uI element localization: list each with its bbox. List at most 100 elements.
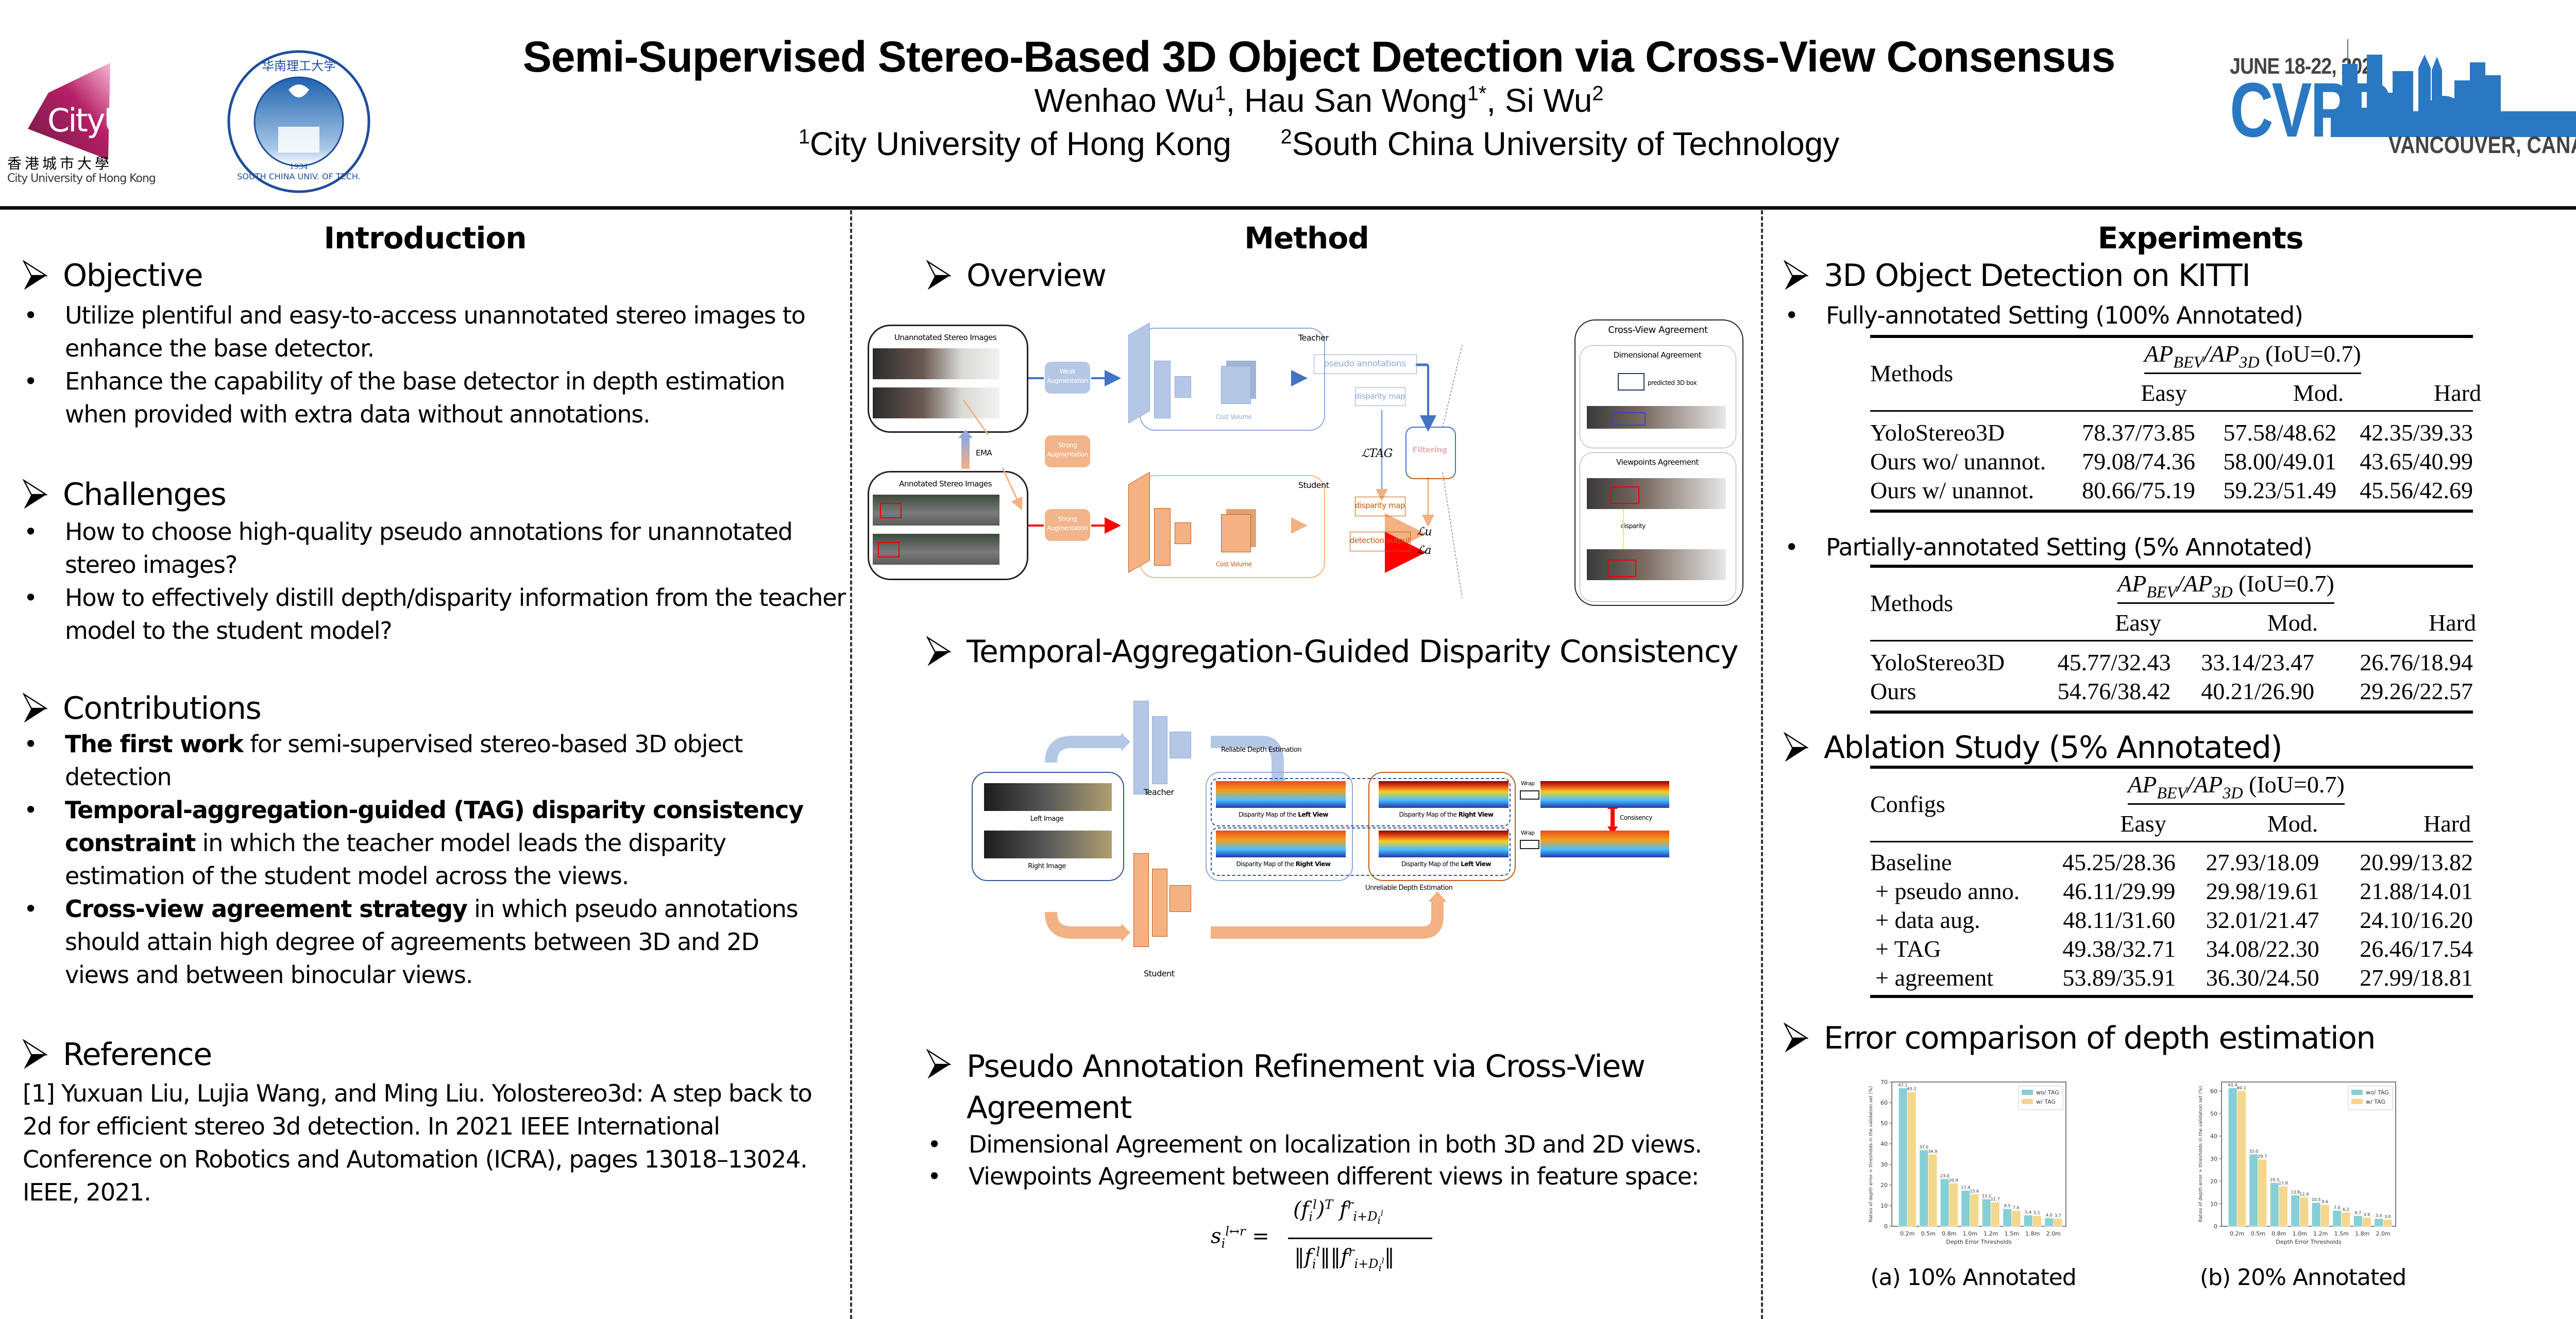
- student-encoder-block: [1175, 522, 1191, 544]
- filtering-label: Filtering: [1412, 445, 1447, 454]
- svg-text:CityU: CityU: [47, 102, 126, 139]
- predicted-3d-box-label: predicted 3D box: [1648, 379, 1697, 386]
- bar-value-label: 20.9: [1949, 1178, 1958, 1182]
- y-tick-label: 40: [2210, 1133, 2217, 1140]
- cell-value: 45.25/28.36: [2062, 849, 2176, 875]
- cityu-chinese-name: 香港城市大學: [7, 155, 113, 172]
- left-pair-group: [1211, 778, 1511, 826]
- full-setting-table: Methods APBEV/AP3D (IoU=0.7) Easy Mod. H…: [1870, 335, 2481, 513]
- tag-diagram: Teacher Student Left Image Right Image R…: [969, 685, 1690, 994]
- column-header-easy: Easy: [2120, 810, 2166, 837]
- cell-value: 27.93/18.09: [2206, 849, 2319, 875]
- warped-disparity-map: [1540, 831, 1669, 857]
- cell-value: 46.11/29.99: [2063, 877, 2176, 904]
- dimensional-agreement-label: Dimensional Agreement: [1613, 350, 1702, 360]
- disparity-map-caption: Disparity Map of the Right View: [1211, 860, 1356, 868]
- weak-augmentation-box: [1045, 362, 1090, 394]
- column-header-easy: Easy: [2115, 610, 2161, 636]
- row-label: Baseline: [1870, 849, 1952, 875]
- objective-item: Utilize plentiful and easy-to-access una…: [23, 299, 847, 365]
- bar-value-label: 5.4: [2025, 1210, 2031, 1214]
- contribution-highlight: Cross-view agreement strategy: [65, 895, 468, 923]
- scut-logo: 华南理工大学 SOUTH CHINA UNIV. OF TECH. 1934: [227, 49, 371, 194]
- refinement-list: Dimensional Agreement on localization in…: [926, 1128, 1751, 1192]
- cell-value: 32.01/21.47: [2206, 906, 2319, 933]
- legend-swatch: [2351, 1099, 2363, 1104]
- disparity-map-caption: Disparity Map of the Right View: [1374, 811, 1519, 818]
- column-header-hard: Hard: [2434, 380, 2481, 406]
- cvpr-location: VANCOUVER, CANADA: [2388, 131, 2576, 158]
- unannotated-images-box: [868, 325, 1028, 433]
- y-tick-label: 20: [1880, 1182, 1888, 1189]
- challenges-heading-text: Challenges: [63, 477, 227, 513]
- y-tick-label: 60: [1880, 1100, 1888, 1106]
- strong-augmentation-label: Strong Augmentation: [1047, 515, 1088, 532]
- challenge-item: How to choose high-quality pseudo annota…: [23, 515, 847, 581]
- legend-swatch: [2022, 1090, 2033, 1095]
- bar-w-tag: [2032, 1215, 2042, 1227]
- y-tick-label: 10: [2210, 1200, 2217, 1207]
- poster-header: CityU 香港城市大學 City University of Hong Kon…: [0, 0, 2576, 206]
- cell-value: 42.35/39.33: [2360, 419, 2473, 446]
- bar-value-label: 61.4: [2228, 1083, 2238, 1087]
- bar-wo-tag: [2374, 1218, 2384, 1227]
- arrow-bullet-icon: [1784, 1023, 1808, 1053]
- bar-value-label: 3.9: [2363, 1212, 2370, 1217]
- unannotated-loss-label: ℒu: [1417, 526, 1432, 538]
- legend-label: w/ TAG: [2036, 1098, 2056, 1105]
- bar-value-label: 23.0: [1940, 1174, 1950, 1178]
- y-tick-label: 50: [2210, 1110, 2217, 1117]
- cell-value: 20.99/13.82: [2360, 849, 2473, 875]
- student-maps-group: [1368, 772, 1516, 881]
- bar-value-label: 29.7: [2258, 1154, 2267, 1159]
- student-block-icon: [1152, 869, 1167, 937]
- y-tick-label: 60: [2210, 1088, 2217, 1095]
- x-tick-label: 0.2m: [2230, 1230, 2244, 1237]
- column-divider: [850, 210, 852, 1319]
- teacher-left-disparity-map: [1216, 781, 1346, 808]
- table-top-rule: [1870, 335, 2473, 338]
- arrow-bullet-icon: [926, 260, 951, 290]
- stereo-image-left: [873, 348, 999, 379]
- y-axis-label: Ratios of depth error > thresholds in th…: [2198, 1086, 2204, 1222]
- bar-w-tag: [2236, 1090, 2246, 1227]
- bar-value-label: 15.6: [1970, 1189, 1979, 1194]
- student-label: Student: [1298, 480, 1329, 490]
- column-header-hard: Hard: [2424, 810, 2471, 837]
- bar-value-label: 4.7: [2354, 1210, 2361, 1215]
- full-setting-label: Fully-annotated Setting (100% Annotated): [1784, 299, 2576, 332]
- disparity-label: disparity: [1621, 522, 1646, 530]
- affil-mark: 2: [1280, 125, 1292, 148]
- y-tick-label: 20: [2210, 1178, 2217, 1185]
- table-mid-rule: [1870, 640, 2473, 641]
- y-tick-label: 40: [1880, 1141, 1888, 1147]
- x-tick-label: 1.2m: [1984, 1230, 1998, 1237]
- bar-value-label: 3.4: [2376, 1213, 2382, 1218]
- bar-w-tag: [1970, 1194, 1979, 1227]
- tag-loss-label: ℒTAG: [1361, 447, 1393, 460]
- table-bottom-rule: [1870, 995, 2473, 998]
- cell-value: 34.08/22.30: [2206, 935, 2319, 962]
- annotated-image-right: [873, 534, 999, 565]
- tag-student-label: Student: [1144, 969, 1175, 978]
- bar-w-tag: [2299, 1197, 2309, 1227]
- author-name: Wenhao Wu: [1034, 82, 1215, 119]
- bar-wo-tag: [2269, 1182, 2279, 1227]
- cross-view-agreement-title: Cross-View Agreement: [1608, 325, 1708, 335]
- bar-wo-tag: [1981, 1198, 1991, 1227]
- partial-setting-bullet: Partially-annotated Setting (5% Annotate…: [1784, 531, 2576, 564]
- bar-w-tag: [2320, 1204, 2330, 1227]
- wrap-label: Wrap: [1521, 830, 1535, 836]
- depth-error-chart-20pct: 01020304050600.2m61.460.10.5m32.029.70.8…: [2198, 1081, 2396, 1245]
- left-image-label: Left Image: [1030, 815, 1064, 823]
- bar-value-label: 9.6: [2321, 1199, 2328, 1204]
- column-header-methods: Methods: [1870, 360, 1953, 386]
- bar-w-tag: [2362, 1217, 2371, 1227]
- bar-wo-tag: [1940, 1178, 1950, 1227]
- bar-wo-tag: [1961, 1190, 1971, 1227]
- strong-augmentation-box: [1045, 509, 1090, 541]
- x-tick-label: 1.0m: [2293, 1230, 2307, 1237]
